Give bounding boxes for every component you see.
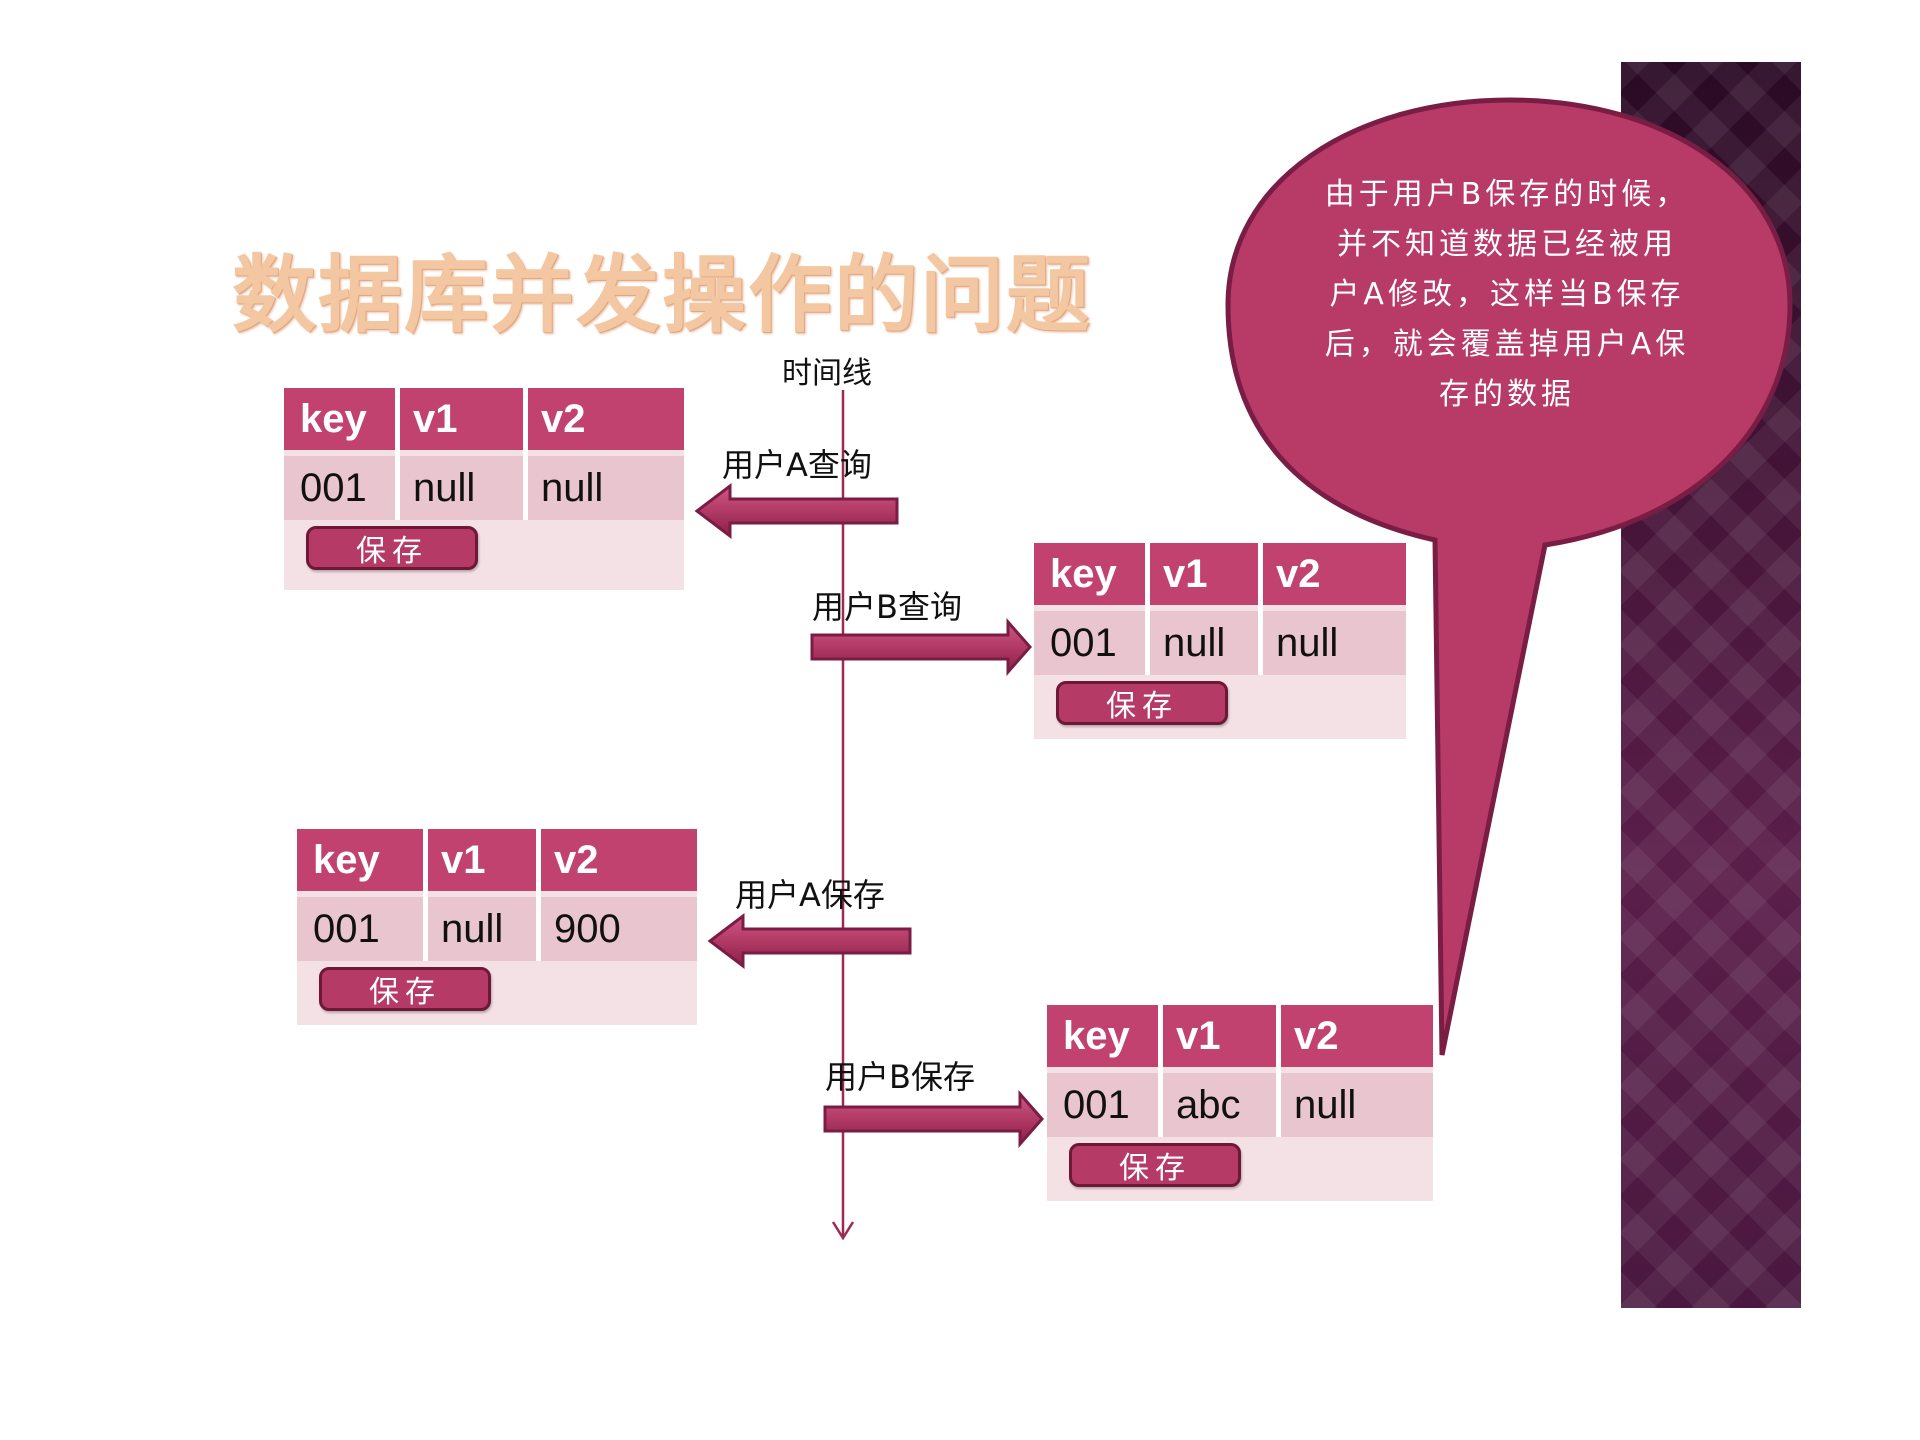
cell-v2: null <box>541 465 604 510</box>
cell-v1: null <box>413 465 476 510</box>
table-row: 001 abc null <box>1047 1073 1433 1137</box>
save-button[interactable]: 保存 <box>1056 681 1228 725</box>
timeline <box>831 390 855 1241</box>
cell-v1: null <box>441 906 504 951</box>
column-divider <box>536 829 541 961</box>
table-user-a-query: key v1 v2 001 null null 保存 <box>284 388 684 590</box>
header-key: key <box>1063 1013 1130 1058</box>
arrow-user-a-save <box>707 912 912 970</box>
table-user-a-save: key v1 v2 001 null 900 保存 <box>297 829 697 1025</box>
cell-v1: null <box>1163 620 1226 665</box>
column-divider <box>1145 543 1150 675</box>
label-user-b-save: 用户B保存 <box>825 1058 975 1096</box>
speech-bubble <box>1225 97 1793 1056</box>
cell-v2: null <box>1276 620 1339 665</box>
table-row: 001 null null <box>1034 611 1406 675</box>
label-user-a-query: 用户A查询 <box>722 446 872 484</box>
header-v1: v1 <box>1176 1013 1221 1058</box>
header-v2: v2 <box>1294 1013 1339 1058</box>
header-v1: v1 <box>1163 551 1208 596</box>
save-button[interactable]: 保存 <box>306 526 478 570</box>
column-divider <box>423 829 428 961</box>
table-user-b-save: key v1 v2 001 abc null 保存 <box>1047 1005 1433 1201</box>
table-header-row: key v1 v2 <box>1047 1005 1433 1067</box>
cell-key: 001 <box>1063 1082 1130 1127</box>
table-row: 001 null null <box>284 456 684 520</box>
save-button[interactable]: 保存 <box>1069 1143 1241 1187</box>
cell-v2: null <box>1294 1082 1357 1127</box>
callout-text: 由于用户B保存的时候，并不知道数据已经被用户A修改，这样当B保存后，就会覆盖掉用… <box>1324 177 1690 412</box>
table-user-b-query: key v1 v2 001 null null 保存 <box>1034 543 1406 739</box>
header-v2: v2 <box>554 837 599 882</box>
header-key: key <box>313 837 380 882</box>
header-key: key <box>300 396 367 441</box>
table-row: 001 null 900 <box>297 897 697 961</box>
table-header-row: key v1 v2 <box>284 388 684 450</box>
label-user-b-query: 用户B查询 <box>812 588 962 626</box>
cell-v1: abc <box>1176 1082 1241 1127</box>
label-user-a-save: 用户A保存 <box>735 876 885 914</box>
header-v1: v1 <box>413 396 458 441</box>
column-divider <box>1158 1005 1163 1137</box>
column-divider <box>395 388 400 520</box>
arrow-user-b-query <box>810 618 1032 676</box>
header-v1: v1 <box>441 837 486 882</box>
header-v2: v2 <box>1276 551 1321 596</box>
table-header-row: key v1 v2 <box>297 829 697 891</box>
save-button[interactable]: 保存 <box>319 967 491 1011</box>
header-key: key <box>1050 551 1117 596</box>
cell-key: 001 <box>300 465 367 510</box>
column-divider <box>523 388 528 520</box>
header-v2: v2 <box>541 396 586 441</box>
cell-key: 001 <box>1050 620 1117 665</box>
timeline-label: 时间线 <box>782 356 872 391</box>
arrow-user-a-query <box>694 482 899 540</box>
column-divider <box>1276 1005 1281 1137</box>
arrow-user-b-save <box>823 1090 1044 1148</box>
page-title: 数据库并发操作的问题 <box>232 246 1093 344</box>
table-header-row: key v1 v2 <box>1034 543 1406 605</box>
column-divider <box>1258 543 1263 675</box>
cell-v2: 900 <box>554 906 621 951</box>
cell-key: 001 <box>313 906 380 951</box>
